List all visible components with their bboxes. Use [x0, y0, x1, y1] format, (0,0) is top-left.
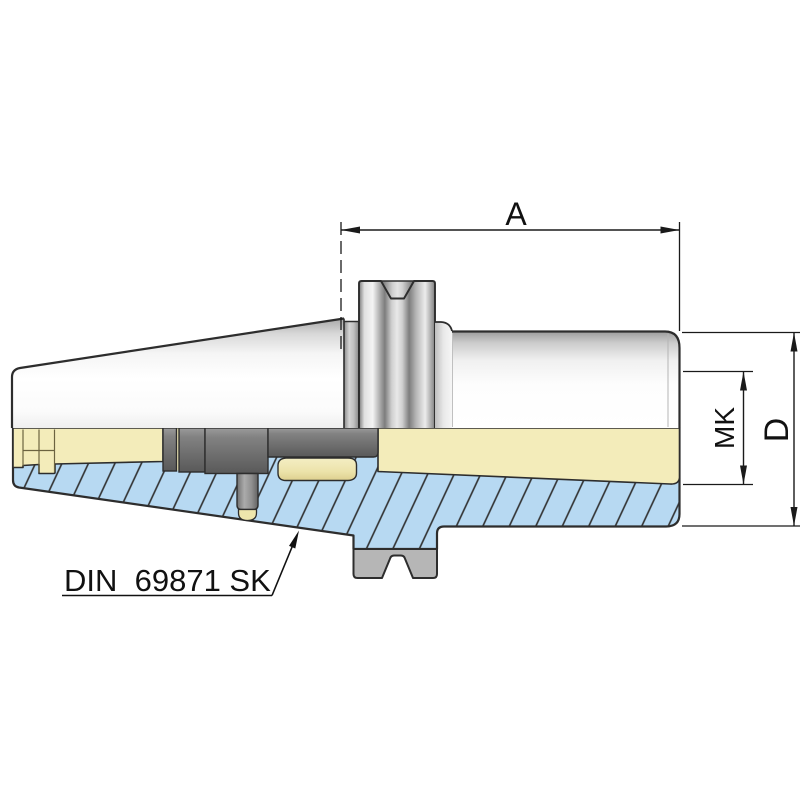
v-flange-outline — [358, 280, 436, 428]
arrowhead-up — [790, 332, 798, 352]
dim-label-d: D — [758, 418, 796, 443]
part-label-group: DIN 69871 SK — [62, 530, 299, 598]
inner-bushing — [277, 457, 358, 482]
part-label: DIN 69871 SK — [64, 563, 271, 598]
dimension-mk: MK — [683, 370, 753, 486]
grub-screw-stem — [236, 472, 259, 511]
flange-face-lower — [352, 548, 438, 579]
taper-cone — [12, 318, 344, 428]
v-flange — [359, 281, 435, 428]
sleeve-segment-1 — [162, 427, 178, 472]
dim-label-mk: MK — [709, 407, 740, 449]
arrowhead-down — [740, 465, 747, 485]
arrowhead-right — [660, 226, 680, 234]
arrowhead-left — [341, 226, 360, 234]
flange-neck-outline — [435, 321, 453, 332]
dimension-d: D — [682, 331, 800, 527]
bore-right-segment — [377, 427, 681, 485]
sleeve-segment-4 — [267, 427, 379, 458]
gauge-collar — [344, 321, 359, 428]
external-upper-half — [10, 280, 681, 428]
grub-screw-tip — [237, 508, 258, 522]
morse-taper-bore — [12, 427, 681, 485]
sleeve-segment-2 — [178, 427, 206, 473]
cylindrical-body-outline — [452, 330, 681, 428]
arrowhead-up — [740, 371, 747, 391]
arrowhead-down — [790, 507, 798, 526]
dim-label-a: A — [505, 196, 527, 232]
dimension-a: A — [340, 196, 681, 354]
sleeve-segment-3 — [204, 427, 269, 475]
taper-cone-outline — [10, 317, 345, 428]
cylindrical-body — [452, 331, 680, 428]
flange-neck — [435, 322, 452, 428]
internal-components — [162, 427, 379, 522]
leader-arrowhead — [289, 530, 299, 549]
